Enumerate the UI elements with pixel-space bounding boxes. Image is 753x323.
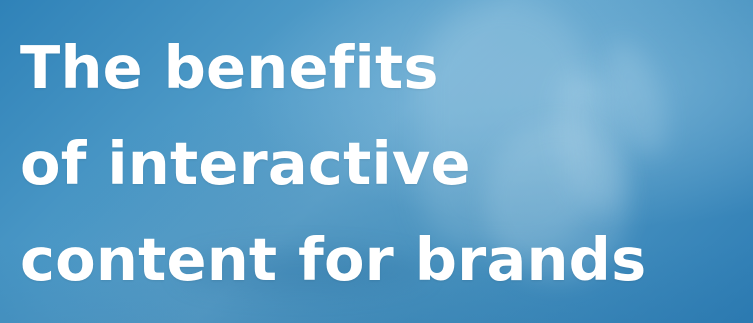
page-title: The benefits of interactive content for … [20,20,745,308]
title-line-2: of interactive [20,129,471,198]
title-line-3: content for brands [20,225,647,294]
title-line-1: The benefits [20,33,439,102]
